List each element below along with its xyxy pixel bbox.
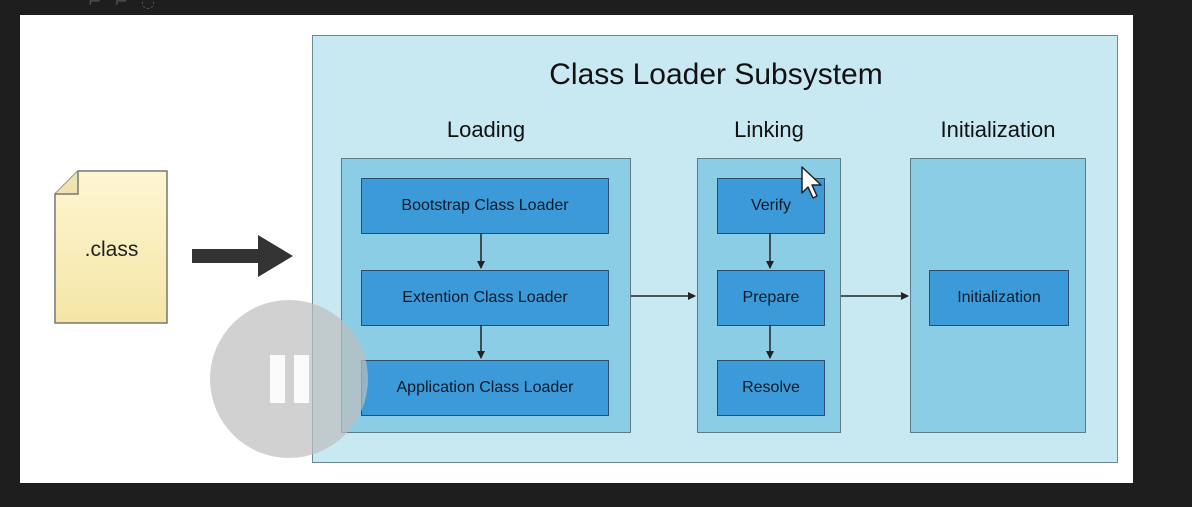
step-extension-class-loader: Extention Class Loader <box>361 270 609 326</box>
phase-title-linking: Linking <box>734 117 804 142</box>
phase-title-loading: Loading <box>446 117 526 142</box>
input-arrow <box>192 235 293 277</box>
step-resolve: Resolve <box>717 360 825 416</box>
top-toolbar-remnant-icons: ⌐ ⌐ ◌ <box>88 0 159 11</box>
phase-box-linking: Verify Prepare Resolve <box>697 158 841 433</box>
step-bootstrap-class-loader: Bootstrap Class Loader <box>361 178 609 234</box>
phase-box-initialization: Initialization <box>910 158 1086 433</box>
phase-box-loading: Bootstrap Class Loader Extention Class L… <box>341 158 631 433</box>
class-loader-subsystem: Class Loader Subsystem Loading Linking I… <box>312 35 1118 463</box>
class-file-label: .class <box>84 238 139 261</box>
file-icon <box>54 170 168 324</box>
pause-icon-bar-left <box>270 355 285 403</box>
class-file: .class <box>54 170 169 325</box>
subsystem-title: Class Loader Subsystem <box>549 58 883 91</box>
phase-title-initialization: Initialization <box>940 117 1056 142</box>
step-initialization: Initialization <box>929 270 1069 326</box>
step-application-class-loader: Application Class Loader <box>361 360 609 416</box>
step-prepare: Prepare <box>717 270 825 326</box>
slide: .class Class Loader Subsystem Loading Li… <box>20 15 1133 483</box>
pause-button[interactable] <box>210 300 368 458</box>
pause-icon-bar-right <box>294 355 309 403</box>
mouse-cursor-icon <box>801 166 822 199</box>
